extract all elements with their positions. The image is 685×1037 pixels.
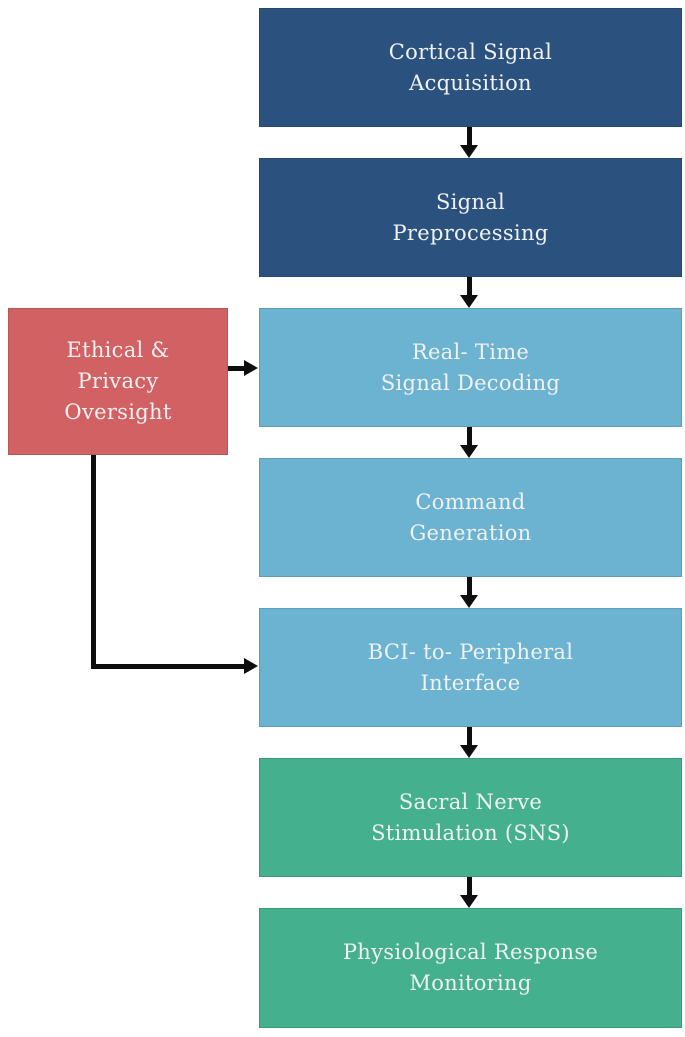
arrow-preprocessing-to-decoding <box>460 277 478 308</box>
arrow-head-icon <box>460 595 478 608</box>
node-label: Ethical & Privacy Oversight <box>64 338 172 424</box>
arrow-stem <box>466 127 472 145</box>
node-bci-to-peripheral-interface: BCI- to- Peripheral Interface <box>259 608 682 727</box>
node-label: Real- Time Signal Decoding <box>380 339 561 395</box>
arrow-stem <box>228 366 246 371</box>
arrow-stem <box>466 577 472 595</box>
arrow-stem <box>466 277 472 295</box>
node-label: Sacral Nerve Stimulation (SNS) <box>371 789 570 845</box>
node-label: Physiological Response Monitoring <box>342 940 599 995</box>
arrow-head-icon <box>460 445 478 458</box>
arrow-head-icon <box>460 745 478 758</box>
arrow-horizontal-stem <box>91 664 246 669</box>
arrow-stem <box>466 427 472 445</box>
arrow-interface-to-stimulation <box>460 727 478 758</box>
arrow-decoding-to-command <box>460 427 478 458</box>
node-label: Cortical Signal Acquisition <box>388 39 553 95</box>
arrow-command-to-interface <box>460 577 478 608</box>
node-sacral-nerve-stimulation: Sacral Nerve Stimulation (SNS) <box>259 758 682 877</box>
arrow-stimulation-to-monitoring <box>460 877 478 908</box>
arrow-head-icon <box>244 360 258 376</box>
node-physiological-response-monitoring: Physiological Response Monitoring <box>259 908 682 1028</box>
node-signal-preprocessing: Signal Preprocessing <box>259 158 682 277</box>
node-cortical-signal-acquisition: Cortical Signal Acquisition <box>259 8 682 127</box>
arrow-vertical-stem <box>91 455 96 669</box>
arrow-stem <box>466 727 472 745</box>
node-real-time-signal-decoding: Real- Time Signal Decoding <box>259 308 682 427</box>
arrow-head-icon <box>460 295 478 308</box>
node-label: Signal Preprocessing <box>392 189 549 245</box>
arrow-acquisition-to-preprocessing <box>460 127 478 158</box>
node-label: Command Generation <box>409 489 532 545</box>
node-ethical-privacy-oversight: Ethical & Privacy Oversight <box>8 308 228 455</box>
arrow-stem <box>466 877 472 895</box>
arrow-head-icon <box>460 895 478 908</box>
node-label: BCI- to- Peripheral Interface <box>367 639 574 695</box>
arrow-head-icon <box>460 145 478 158</box>
arrow-head-icon <box>244 658 258 674</box>
node-command-generation: Command Generation <box>259 458 682 577</box>
